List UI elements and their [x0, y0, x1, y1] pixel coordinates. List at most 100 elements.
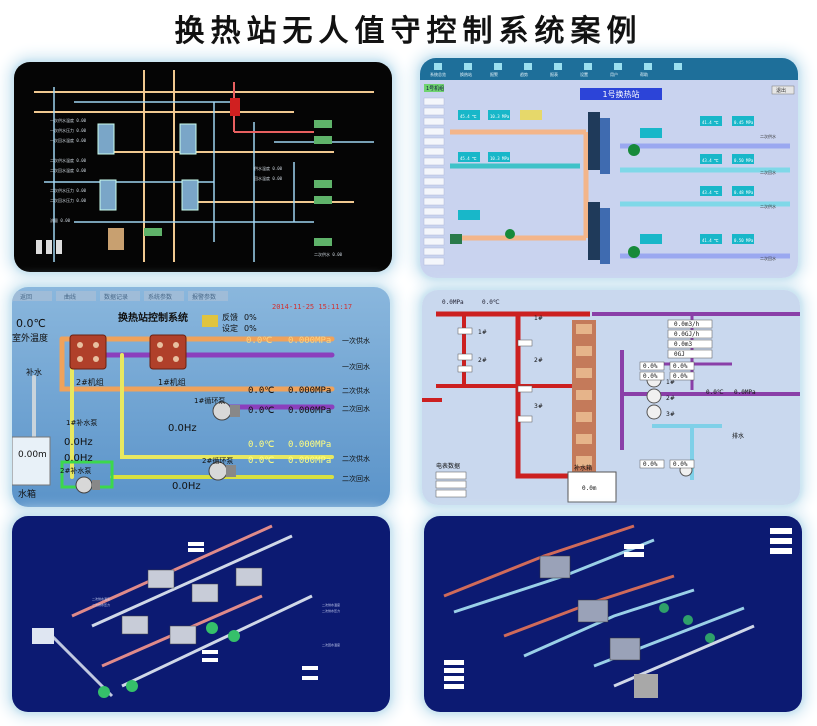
svg-text:45.4 ℃: 45.4 ℃ [460, 114, 477, 119]
makeup1-freq-value: 0.0Hz [64, 453, 93, 464]
pct-value: 0.0% [643, 363, 658, 370]
pump-label: 2# [478, 357, 487, 364]
svg-text:43.4 ℃: 43.4 ℃ [702, 190, 719, 195]
heat-exchanger-icon [572, 320, 596, 472]
svg-text:二次供水: 二次供水 [760, 133, 776, 139]
svg-text:报警: 报警 [490, 71, 498, 77]
svg-text:系统总览: 系统总览 [430, 71, 446, 77]
tank-level: 0.00m [18, 450, 47, 460]
tab-back[interactable] [12, 291, 52, 301]
svg-text:二次供水温度: 二次供水温度 [92, 596, 110, 601]
unit1-label: 1#机组 [158, 377, 186, 387]
circ-pump2-label: 2#循环泵 [202, 456, 233, 465]
svg-text:一次供水温度 0.00: 一次供水温度 0.00 [50, 117, 87, 123]
pump-label: 1# [534, 315, 543, 322]
svg-text:45.4 ℃: 45.4 ℃ [460, 156, 477, 161]
tank-value: 0.0m [582, 485, 597, 492]
readout-pressure: 0.000MPa [288, 440, 331, 450]
svg-text:二次供水压力 0.00: 二次供水压力 0.00 [50, 187, 87, 193]
svg-text:换热站: 换热站 [460, 71, 472, 77]
station-title: 1号换热站 [602, 89, 639, 99]
tank-label: 水箱 [18, 488, 36, 500]
circ-pump1-label: 1#循环泵 [194, 396, 225, 405]
heat-exchanger-icon [97, 123, 199, 211]
readout-pressure: 0.000MPa [288, 406, 331, 416]
circ-freq-value: 0.0Hz [168, 423, 197, 434]
heat-exchanger-icon [539, 555, 641, 661]
svg-text:二次供水: 二次供水 [760, 203, 776, 209]
svg-text:供水温度 0.00: 供水温度 0.00 [254, 165, 283, 171]
tab-label: 返回 [20, 294, 32, 301]
pressure-value: 0.0MPa [734, 389, 756, 396]
svg-text:0.50 MPa: 0.50 MPa [734, 238, 754, 243]
heat-exchanger-icon [121, 567, 263, 645]
svg-text:流量 0.00: 流量 0.00 [50, 217, 71, 223]
svg-text:二次供水压力: 二次供水压力 [92, 602, 110, 607]
screenshot-panel-3d-a: 二次供水温度二次供水压力二次回水温度二次供水温度二次供水压力 [12, 516, 390, 712]
readout-pressure: 0.000MPa [288, 456, 331, 466]
readout-temp: 0.0℃ [248, 406, 274, 416]
tab-label: 数据记录 [104, 293, 128, 301]
svg-text:10.3 MPa: 10.3 MPa [490, 114, 510, 119]
svg-text:二次供水压力: 二次供水压力 [322, 608, 340, 613]
screenshot-panel-3d-b [424, 516, 802, 712]
svg-text:0.48 MPa: 0.48 MPa [734, 190, 754, 195]
pump-label: 2# [666, 395, 675, 402]
svg-text:二次供水 0.00: 二次供水 0.00 [314, 251, 343, 257]
circ2-freq-value: 0.0Hz [172, 481, 201, 492]
heat-exchanger-icon [588, 112, 610, 264]
screenshot-panel-station-1: 系统总览换热站报警趋势报表设置用户帮助 退出 1号机组 1号换热站 [420, 58, 798, 278]
outdoor-temp-label: 室外温度 [12, 332, 48, 344]
svg-text:设置: 设置 [580, 71, 588, 77]
pipe-dest-label: 二次回水 [342, 474, 370, 483]
svg-text:0.45 MPa: 0.45 MPa [734, 120, 754, 125]
tank-icon [567, 471, 617, 503]
pct-value: 0.0% [673, 373, 688, 380]
svg-text:用户: 用户 [610, 71, 618, 77]
readout-temp: 0.0℃ [248, 456, 274, 466]
svg-text:41.4 ℃: 41.4 ℃ [702, 120, 719, 125]
top-menu-bar [420, 58, 798, 80]
svg-text:二次回水温度: 二次回水温度 [322, 642, 340, 647]
tab-system-params[interactable] [144, 291, 184, 301]
pump-label: 2# [534, 357, 543, 364]
svg-text:二次回水温度 0.00: 二次回水温度 0.00 [50, 167, 87, 173]
readout-temp: 0.0℃ [246, 336, 272, 346]
pipe-dest-label: 二次供水 [342, 386, 370, 395]
svg-text:一次回水温度 0.00: 一次回水温度 0.00 [50, 137, 87, 143]
top-pressure: 0.0MPa [442, 299, 464, 306]
svg-text:二次回水: 二次回水 [760, 255, 776, 261]
feedback-value: 0% [244, 313, 257, 322]
svg-text:一次供水压力 0.00: 一次供水压力 0.00 [50, 127, 87, 133]
pump-label: 1# [478, 329, 487, 336]
temp-value: 0.0℃ [706, 389, 724, 396]
pipe-dest-label: 一次供水 [342, 336, 370, 345]
tab-bar [12, 291, 228, 301]
outdoor-temp-value: 0.0℃ [16, 317, 46, 330]
tab-label: 系统参数 [148, 293, 172, 301]
exit-button[interactable] [771, 85, 795, 95]
flow-value: 0.0m3/h [674, 321, 700, 328]
screenshot-panel-control-system: 返回 曲线 数据记录 系统参数 报警参数 2014-11-25 15:11:17… [12, 287, 390, 507]
tab-curves[interactable] [56, 291, 96, 301]
tab-records[interactable] [100, 291, 140, 301]
pump-icon [75, 401, 240, 494]
tab-label: 报警参数 [192, 293, 216, 301]
feedback-label: 反馈 [222, 312, 238, 322]
unit2-label: 2#机组 [76, 377, 104, 387]
tab-alarm-params[interactable] [188, 291, 228, 301]
pipe-dest-label: 二次供水 [342, 454, 370, 463]
pump-label: 3# [534, 403, 543, 410]
svg-text:趋势: 趋势 [520, 71, 528, 77]
svg-text:二次供水温度 0.00: 二次供水温度 0.00 [50, 157, 87, 163]
system-title: 换热站控制系统 [118, 311, 188, 324]
svg-text:二次回水: 二次回水 [760, 169, 776, 175]
station-title-box [580, 88, 662, 100]
heat-exchanger-icon [69, 334, 187, 370]
makeup-pump2-label: 2#补水泵 [60, 466, 91, 475]
readout-pressure: 0.000MPa [288, 336, 331, 346]
setpoint-value: 0% [244, 324, 257, 333]
readout-temp: 0.0℃ [248, 440, 274, 450]
svg-text:帮助: 帮助 [640, 71, 648, 77]
pct-value: 0.0% [643, 373, 658, 380]
